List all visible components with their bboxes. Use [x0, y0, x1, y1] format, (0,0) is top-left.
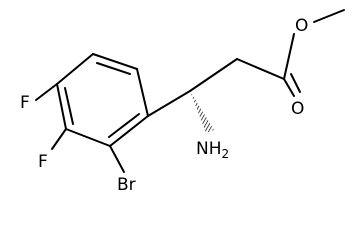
structure-canvas: F F Br NH2 O O — [20, 9, 345, 195]
chiral-to-ch2-bond — [189, 58, 238, 92]
bromine-label: Br — [117, 175, 136, 195]
c-f-bottom-bond — [51, 128, 67, 150]
carbonyl-double-bond-b — [290, 73, 301, 93]
ring-bond-1-inner — [96, 62, 131, 75]
ester-oxygen-label: O — [295, 16, 308, 36]
carbonyl-double-bond-a — [283, 78, 295, 97]
ring-bond-1 — [92, 53, 138, 70]
ring-bond-3 — [109, 115, 149, 147]
ring-bond-3-inner — [108, 113, 140, 138]
ch2-to-carbonyl-bond — [236, 58, 285, 80]
amino-subscript-label: 2 — [222, 147, 230, 161]
carbonyl-oxygen-label: O — [291, 99, 304, 119]
ring-bond-5 — [56, 83, 67, 130]
molecule-structure: F F Br NH2 O O — [20, 9, 345, 195]
c-f-top-bond — [35, 83, 58, 101]
ring-bond-6 — [56, 53, 94, 85]
ring-to-chiral-bond — [147, 90, 191, 117]
fluorine-top-label: F — [20, 93, 30, 113]
ester-o-to-methyl-bond — [313, 9, 345, 23]
c-br-bond — [109, 145, 125, 173]
benzene-ring — [56, 53, 149, 147]
ring-bond-5-inner — [64, 87, 74, 125]
amino-group-label: NH2 — [196, 139, 229, 161]
carbonyl-to-ester-o-bond — [283, 33, 295, 80]
hashed-wedge-bond — [190, 91, 214, 133]
amino-main-label: NH — [196, 139, 222, 159]
ring-bond-2 — [136, 68, 149, 117]
fluorine-bottom-label: F — [38, 152, 48, 172]
ring-bond-4 — [65, 128, 111, 147]
